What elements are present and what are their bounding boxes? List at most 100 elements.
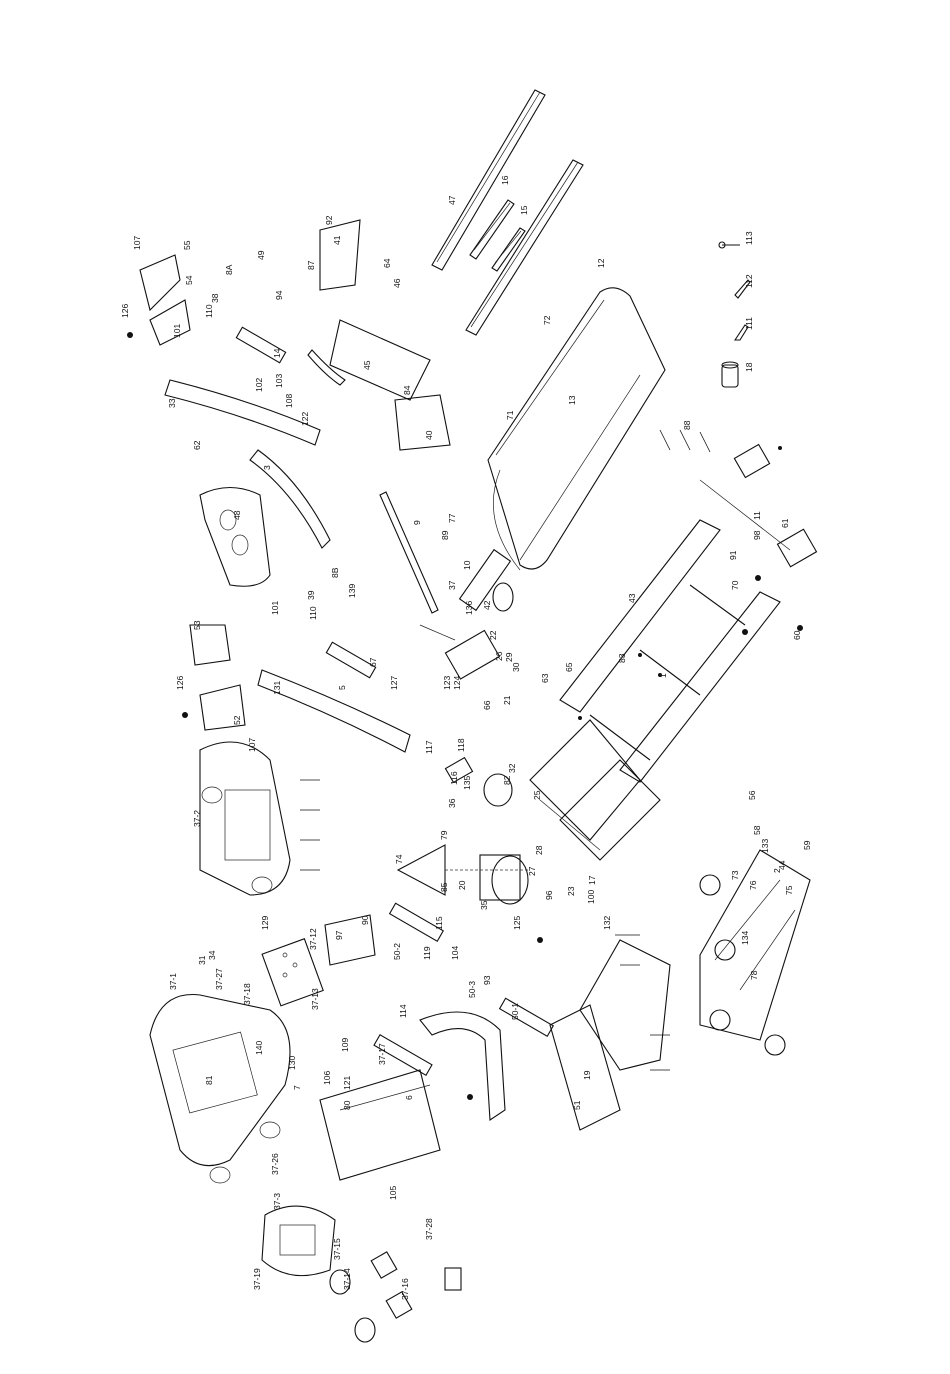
part-label-40: 40 (424, 430, 434, 440)
motor-hood (199, 487, 271, 587)
rear-roller (458, 548, 514, 612)
part-label-126: 126 (120, 304, 130, 318)
part-label-42: 42 (482, 600, 492, 610)
part-label-139: 139 (347, 584, 357, 598)
part-label-129: 129 (260, 916, 270, 930)
part-label-6: 6 (404, 1095, 414, 1100)
deck (487, 287, 666, 570)
part-label-23: 23 (566, 886, 576, 896)
part-label-37-3: 37-3 (272, 1193, 282, 1210)
part-label-30: 30 (511, 662, 521, 672)
part-label-20: 20 (457, 880, 467, 890)
part-label-116: 116 (449, 771, 459, 785)
part-label-56: 56 (747, 790, 757, 800)
part-label-19: 19 (582, 1070, 592, 1080)
part-label-134: 134 (740, 931, 750, 945)
part-label-5: 5 (337, 685, 347, 690)
part-label-107: 107 (132, 236, 142, 250)
part-label-64: 64 (382, 258, 392, 268)
part-label-67: 67 (368, 657, 378, 667)
part-label-37-13: 37-13 (310, 988, 320, 1010)
part-label-37-26: 37-26 (270, 1153, 280, 1175)
part-label-96: 96 (544, 890, 554, 900)
part-label-70: 70 (730, 580, 740, 590)
base-frame (549, 849, 811, 1131)
part-label-11: 11 (752, 511, 762, 520)
wheels (699, 874, 786, 1056)
part-label-51: 51 (572, 1100, 582, 1110)
console-display-board (261, 1205, 336, 1277)
part-label-8A: 8A (224, 264, 234, 275)
part-label-133: 133 (760, 839, 770, 853)
keypad-panel (261, 938, 324, 1007)
part-label-125: 125 (512, 916, 522, 930)
part-label-90: 90 (360, 915, 370, 925)
part-label-127: 127 (389, 676, 399, 690)
part-label-37-12: 37-12 (308, 928, 318, 950)
part-label-74: 74 (394, 854, 404, 864)
part-label-108: 108 (284, 394, 294, 408)
part-label-22: 22 (488, 630, 498, 640)
part-label-82: 82 (502, 775, 512, 785)
part-label-43: 43 (627, 593, 637, 603)
part-label-115: 115 (434, 916, 444, 930)
part-label-78: 78 (749, 970, 759, 980)
console-back (199, 741, 291, 896)
part-label-58: 58 (752, 825, 762, 835)
part-label-37-28: 37-28 (424, 1218, 434, 1240)
part-label-79: 79 (439, 830, 449, 840)
part-label-37-15: 37-15 (332, 1238, 342, 1260)
part-label-80: 80 (342, 1100, 352, 1110)
part-label-65: 65 (564, 662, 574, 672)
part-label-91: 91 (728, 550, 738, 560)
part-label-135: 135 (462, 776, 472, 790)
part-label-66: 66 (482, 700, 492, 710)
part-label-50-1: 50-1 (510, 1003, 520, 1020)
part-label-35: 35 (479, 900, 489, 910)
side-rails (431, 89, 584, 336)
part-label-2: 2 (772, 868, 782, 873)
part-label-13: 13 (567, 395, 577, 405)
part-label-37-27: 37-27 (214, 968, 224, 990)
crossbar (379, 491, 439, 614)
part-label-34: 34 (207, 950, 217, 960)
part-label-47: 47 (447, 195, 457, 205)
part-label-131: 131 (272, 681, 282, 695)
part-label-59: 59 (802, 840, 812, 850)
part-label-88: 88 (682, 420, 692, 430)
controller-board (419, 624, 501, 784)
part-label-101: 101 (172, 324, 182, 338)
part-label-63: 63 (540, 673, 550, 683)
part-label-37-17: 37-17 (377, 1043, 387, 1065)
part-label-55: 55 (182, 240, 192, 250)
part-label-92: 92 (324, 215, 334, 225)
part-label-46: 46 (392, 278, 402, 288)
part-label-12: 12 (596, 258, 606, 268)
part-label-61: 61 (780, 518, 790, 528)
part-label-93: 93 (482, 975, 492, 985)
part-label-26: 26 (494, 651, 504, 661)
part-label-118: 118 (456, 738, 466, 752)
part-label-60: 60 (792, 630, 802, 640)
part-label-100: 100 (586, 890, 596, 904)
part-label-28: 28 (534, 845, 544, 855)
part-label-27: 27 (527, 866, 537, 876)
part-label-87: 87 (306, 260, 316, 270)
part-label-8B: 8B (330, 567, 340, 578)
part-label-37-14: 37-14 (342, 1268, 352, 1290)
belt-and-cover (396, 844, 530, 896)
part-label-111: 111 (744, 317, 754, 330)
part-label-71: 71 (505, 410, 515, 420)
upright-right (319, 219, 451, 451)
part-label-17: 17 (587, 875, 597, 885)
upright-left (164, 379, 411, 753)
part-label-37-16: 37-16 (400, 1278, 410, 1300)
part-label-76: 76 (748, 880, 758, 890)
part-label-112: 112 (744, 274, 754, 288)
part-label-44: 44 (777, 860, 787, 870)
part-label-50-2: 50-2 (392, 943, 402, 960)
part-label-53: 53 (192, 620, 202, 630)
accessory-pads (329, 1251, 462, 1343)
part-label-119: 119 (422, 946, 432, 960)
